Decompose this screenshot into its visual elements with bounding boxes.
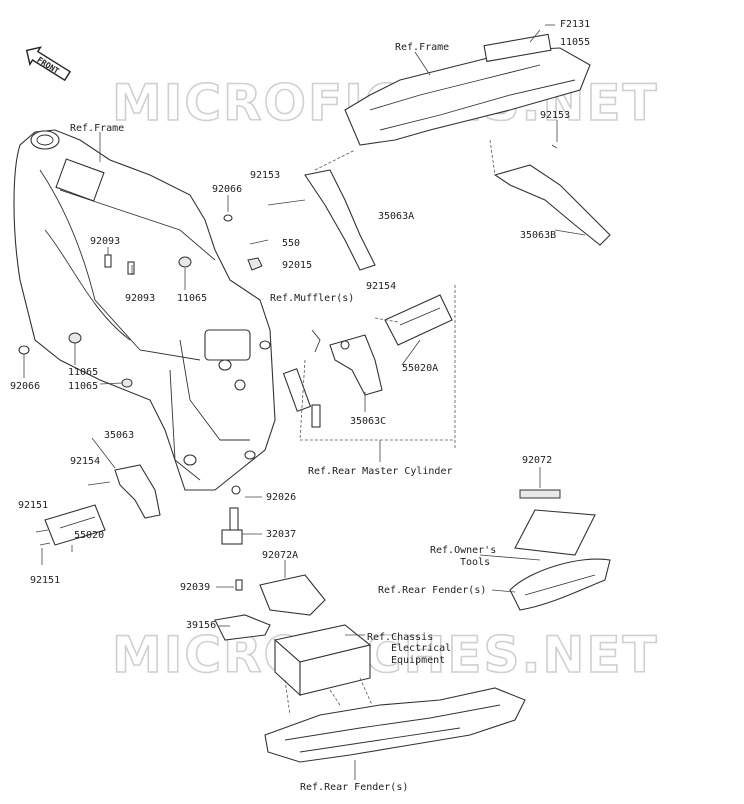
label-92153-right: 92153 <box>540 110 570 121</box>
part-92026 <box>231 485 241 495</box>
label-92154-top: 92154 <box>366 281 396 292</box>
part-92072 <box>514 489 596 556</box>
rear-fender-bottom <box>264 687 526 763</box>
label-92151-a: 92151 <box>18 500 48 511</box>
part-32037 <box>221 507 243 545</box>
label-ref-owners-line2: Tools <box>460 557 490 568</box>
leader-lines <box>23 24 586 627</box>
label-ref-rear-fender-right: Ref.Rear Fender(s) <box>378 585 486 596</box>
main-frame <box>13 129 276 491</box>
label-ref-muffler: Ref.Muffler(s) <box>270 293 354 304</box>
part-92093-a <box>104 254 112 268</box>
label-35063a: 35063A <box>378 211 414 222</box>
part-92072a <box>259 574 326 616</box>
watermark-bottom: MICROFICHES.NET <box>112 626 659 684</box>
part-55020a <box>384 294 453 346</box>
part-92015 <box>247 257 263 271</box>
label-11065-a: 11065 <box>177 293 207 304</box>
label-92154-left: 92154 <box>70 456 100 467</box>
part-550 <box>249 239 269 245</box>
label-55020: 55020 <box>74 530 104 541</box>
battery <box>273 624 372 697</box>
label-32037: 32037 <box>266 529 296 540</box>
label-92093-a: 92093 <box>90 236 120 247</box>
label-92015: 92015 <box>282 260 312 271</box>
label-ref-frame-top: Ref.Frame <box>395 42 449 53</box>
label-92072a: 92072A <box>262 550 298 561</box>
label-ref-rear-fender-bottom: Ref.Rear Fender(s) <box>300 782 408 793</box>
part-35063c <box>329 334 383 396</box>
label-92039: 92039 <box>180 582 210 593</box>
label-ref-chassis-line3: Equipment <box>391 655 445 666</box>
part-92093-b <box>127 261 135 275</box>
label-ref-chassis-line1: Ref.Chassis <box>367 632 433 643</box>
part-11065-b <box>68 332 82 344</box>
part-55020 <box>44 504 106 546</box>
label-ref-rear-master: Ref.Rear Master Cylinder <box>308 466 453 477</box>
label-92153-mid: 92153 <box>250 170 280 181</box>
label-ref-owners-line1: Ref.Owner's <box>430 545 496 556</box>
label-11055: 11055 <box>560 37 590 48</box>
part-35063 <box>114 464 161 519</box>
rear-master-cylinder <box>282 329 321 428</box>
part-92066-left <box>18 345 30 355</box>
label-11065-b: 11065 <box>68 367 98 378</box>
label-92072: 92072 <box>522 455 552 466</box>
label-92066-left: 92066 <box>10 381 40 392</box>
label-39156: 39156 <box>186 620 216 631</box>
part-92066-top <box>223 214 233 222</box>
label-92066-top: 92066 <box>212 184 242 195</box>
label-ref-chassis-line2: Electrical <box>391 643 451 654</box>
label-550: 550 <box>282 238 300 249</box>
rear-subframe <box>344 33 591 146</box>
label-ref-frame-left: Ref.Frame <box>70 123 124 134</box>
label-11065-c: 11065 <box>68 381 98 392</box>
part-39156 <box>214 614 271 641</box>
part-11065-c <box>121 378 133 388</box>
label-55020a: 55020A <box>402 363 438 374</box>
label-35063b: 35063B <box>520 230 556 241</box>
label-92151-b: 92151 <box>30 575 60 586</box>
part-92039 <box>235 579 243 591</box>
label-35063: 35063 <box>104 430 134 441</box>
label-35063c: 35063C <box>350 416 386 427</box>
rear-fender-right <box>509 558 611 611</box>
front-arrow-icon: FRONT <box>25 46 72 82</box>
labels: F2131 11055 Ref.Frame 92153 Ref.Frame 92… <box>10 19 590 793</box>
label-92026: 92026 <box>266 492 296 503</box>
label-f2131: F2131 <box>560 19 590 30</box>
label-92093-b: 92093 <box>125 293 155 304</box>
part-35063b <box>489 139 611 246</box>
part-35063a <box>304 149 376 271</box>
part-11065-a <box>178 256 192 268</box>
